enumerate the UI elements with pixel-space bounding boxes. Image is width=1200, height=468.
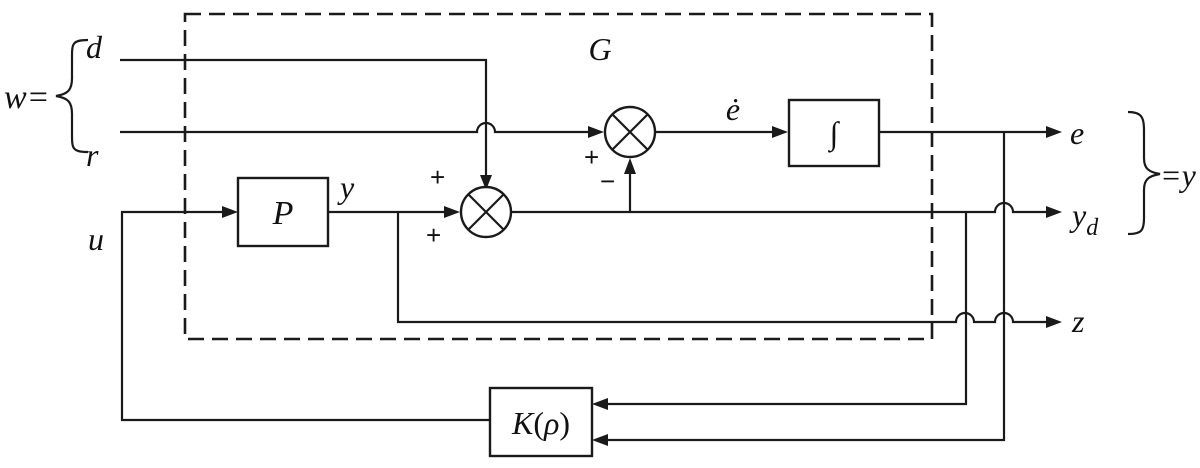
e-to-controller-arrowhead <box>592 434 608 446</box>
y-label: y <box>337 169 355 205</box>
sum1-plus-left: + <box>426 220 441 250</box>
measured-y-label: =y <box>1160 157 1197 193</box>
d-signal-line <box>120 58 488 178</box>
integrator-symbol: ∫ <box>828 115 841 153</box>
block-g-label: G <box>588 31 611 67</box>
y-brace <box>1127 110 1161 236</box>
dashed-block-g <box>183 12 934 341</box>
controller-label: K(ρ) <box>511 405 570 441</box>
sum2-minus-sign: − <box>600 166 615 196</box>
d-label: d <box>86 29 103 65</box>
yd-to-controller-arrowhead <box>592 398 608 410</box>
w-label: w= <box>4 79 50 116</box>
u-label: u <box>88 221 104 257</box>
edot-arrowhead <box>772 126 788 138</box>
controller-block <box>488 386 594 458</box>
e-to-controller-line <box>606 132 1006 442</box>
e-label: e <box>1070 115 1084 151</box>
r-signal-line <box>120 121 590 134</box>
e-arrowhead <box>1046 126 1062 138</box>
yd-label: yd <box>1069 197 1099 241</box>
r-label: r <box>86 137 99 173</box>
sum2-plus-sign: + <box>584 142 599 172</box>
r-arrowhead <box>588 126 604 138</box>
yd-to-controller-line <box>606 212 968 406</box>
z-arrowhead <box>1046 316 1062 328</box>
y-arrowhead <box>444 206 460 218</box>
sum1-plus-top: + <box>430 162 445 192</box>
w-brace <box>55 38 89 154</box>
u-signal-line <box>120 210 490 422</box>
plant-label: P <box>272 195 294 232</box>
u-arrowhead <box>222 206 238 218</box>
z-signal-line <box>396 212 1046 324</box>
yd-feedback-arrowhead <box>624 158 636 174</box>
d-arrowhead <box>480 175 492 190</box>
z-label: z <box>1071 303 1085 339</box>
edot-label: ė <box>726 91 740 127</box>
yd-signal-line <box>511 201 1046 214</box>
yd-arrowhead <box>1046 206 1062 218</box>
